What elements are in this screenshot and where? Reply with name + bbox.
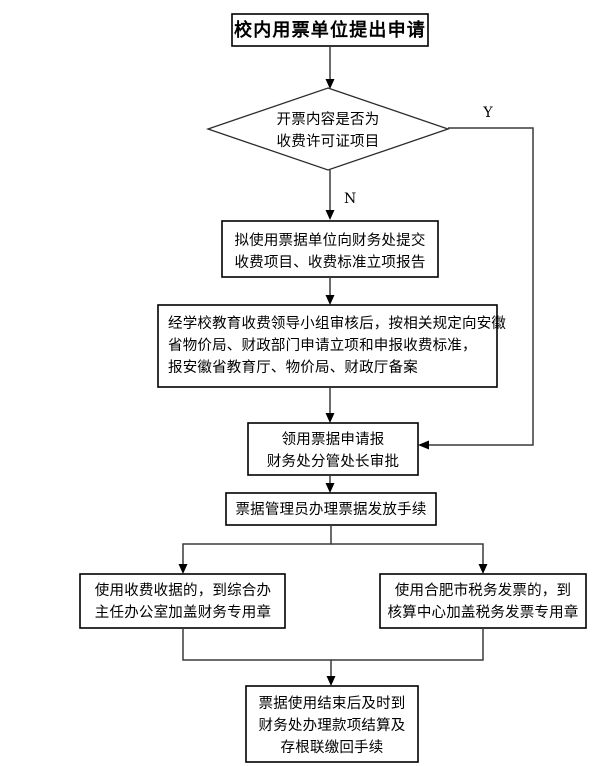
edge-split-to-branches bbox=[178, 525, 488, 574]
branch-left-label-line1: 使用收费收据的，到综合办 bbox=[95, 582, 271, 599]
arrow-head-icon bbox=[325, 295, 335, 305]
end-label-line2: 财务处办理款项结算及 bbox=[259, 717, 406, 734]
process4-box bbox=[225, 492, 437, 526]
edge-process3-to-process4 bbox=[325, 475, 335, 493]
end-label-line1: 票据使用结束后及时到 bbox=[259, 695, 406, 712]
edge-no-branch bbox=[325, 170, 335, 220]
end-box bbox=[245, 685, 419, 763]
branch-right-label-line1: 使用合肥市税务发票的，到 bbox=[395, 582, 571, 599]
process3-label-line1: 领用票据申请报 bbox=[282, 431, 385, 448]
process3-box bbox=[247, 422, 419, 476]
start-label: 校内用票单位提出申请 bbox=[234, 19, 426, 41]
end-label-line3: 存根联缴回手续 bbox=[281, 739, 384, 756]
process2-label-line3: 报安徽省教育厅、物价局、财政厅备案 bbox=[168, 358, 418, 376]
arrow-head-icon bbox=[325, 79, 335, 89]
process2-box bbox=[157, 304, 498, 388]
node-start: 校内用票单位提出申请 bbox=[231, 13, 429, 47]
branch-right-box bbox=[379, 573, 587, 629]
process3-label-line2: 财务处分管处长审批 bbox=[267, 453, 399, 470]
arrow-head-icon bbox=[325, 210, 335, 220]
edge-start-to-decision bbox=[325, 46, 335, 89]
edge-process2-to-process3 bbox=[325, 387, 335, 423]
arrow-head-icon bbox=[478, 564, 488, 574]
process1-box bbox=[221, 220, 439, 278]
process1-label-line2: 收费项目、收费标准立项报告 bbox=[234, 254, 425, 271]
start-box bbox=[231, 13, 429, 47]
decision-diamond bbox=[205, 87, 451, 171]
branch-right-label-line2: 核算中心加盖税务发票专用章 bbox=[387, 603, 578, 621]
branch-left-box bbox=[79, 573, 286, 629]
edge-branches-to-end bbox=[182, 628, 484, 686]
node-process4: 票据管理员办理票据发放手续 bbox=[225, 492, 437, 526]
arrow-head-icon bbox=[326, 676, 336, 686]
arrow-head-icon bbox=[325, 483, 335, 493]
edge-process1-to-process2 bbox=[325, 277, 335, 305]
decision-label-line2: 收费许可证项目 bbox=[277, 133, 380, 150]
process2-label-line2: 省物价局、财政部门申请立项和申报收费标准， bbox=[168, 337, 477, 354]
node-process2: 经学校教育收费领导小组审核后，按相关规定向安徽 省物价局、财政部门申请立项和申报… bbox=[157, 304, 506, 388]
decision-label-line1: 开票内容是否为 bbox=[277, 111, 380, 128]
arrow-head-icon bbox=[418, 440, 429, 450]
node-end: 票据使用结束后及时到 财务处办理款项结算及 存根联缴回手续 bbox=[245, 685, 419, 763]
node-branch-right: 使用合肥市税务发票的，到 核算中心加盖税务发票专用章 bbox=[379, 573, 587, 629]
arrow-head-icon bbox=[325, 413, 335, 423]
arrow-head-icon bbox=[178, 564, 188, 574]
node-decision: 开票内容是否为 收费许可证项目 bbox=[205, 87, 451, 171]
edge-label-yes: Y bbox=[482, 105, 493, 121]
node-process3: 领用票据申请报 财务处分管处长审批 bbox=[247, 422, 419, 476]
node-branch-left: 使用收费收据的，到综合办 主任办公室加盖财务专用章 bbox=[79, 573, 286, 629]
branch-left-label-line2: 主任办公室加盖财务专用章 bbox=[95, 603, 271, 621]
process1-label-line1: 拟使用票据单位向财务处提交 bbox=[234, 231, 425, 249]
edge-label-no: N bbox=[344, 191, 356, 207]
edge-yes-branch bbox=[418, 127, 534, 450]
process4-label: 票据管理员办理票据发放手续 bbox=[235, 501, 426, 518]
node-process1: 拟使用票据单位向财务处提交 收费项目、收费标准立项报告 bbox=[221, 220, 439, 278]
process2-label-line1: 经学校教育收费领导小组审核后，按相关规定向安徽 bbox=[168, 315, 506, 332]
